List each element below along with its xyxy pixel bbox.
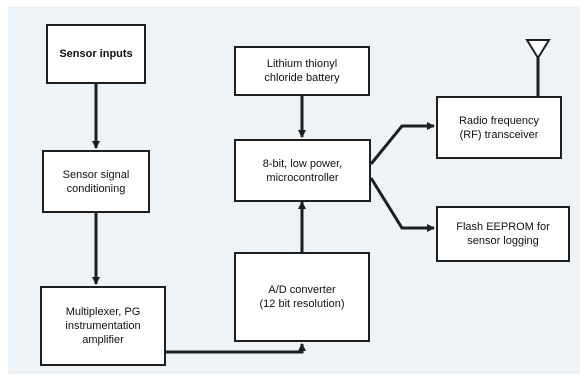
microcontroller-block: 8-bit, low power, microcontroller (234, 139, 371, 202)
multiplexer-block: Multiplexer, PG instrumentation amplifie… (40, 286, 166, 366)
rf-transceiver-block: Radio frequency (RF) transceiver (436, 96, 562, 159)
arrow-multiplexer-to-adc (166, 343, 306, 354)
battery-block: Lithium thionyl chloride battery (234, 46, 370, 96)
flash-eeprom-block: Flash EEPROM for sensor logging (436, 206, 570, 262)
antenna-icon (525, 39, 551, 60)
arrow-microcontroller-to-rf (369, 122, 435, 165)
sensor-inputs-block: Sensor inputs (46, 24, 146, 84)
arrow-microcontroller-to-flash (369, 177, 435, 232)
ad-converter-block: A/D converter (12 bit resolution) (234, 252, 370, 342)
signal-conditioning-block: Sensor signal conditioning (42, 150, 150, 213)
